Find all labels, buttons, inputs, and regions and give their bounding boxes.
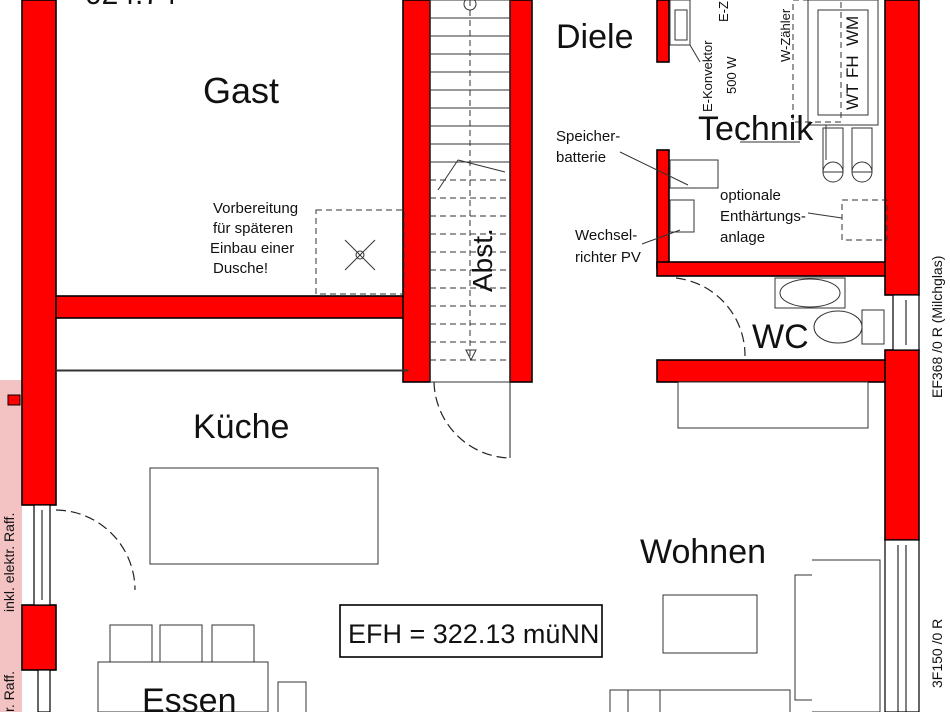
wechselrichter-box bbox=[669, 199, 695, 233]
wall-right-upper bbox=[884, 0, 920, 296]
dining-chair-3 bbox=[211, 624, 255, 662]
wall-right-middle bbox=[884, 349, 920, 541]
door-arc-kueche bbox=[55, 509, 136, 591]
door-arc-wc bbox=[675, 277, 746, 357]
technik-equipment bbox=[669, 0, 888, 241]
note-w-zaehler: W-Zähler bbox=[778, 8, 793, 62]
dining-table bbox=[97, 661, 269, 712]
toilet-bowl bbox=[813, 310, 863, 344]
note-konvektor-line-2: 500 W bbox=[724, 56, 739, 94]
window-left-small-marker bbox=[7, 394, 21, 406]
note-enthaertung-line-3: anlage bbox=[720, 229, 765, 246]
sofa-back bbox=[812, 559, 881, 712]
note-enthaertung-line-2: Enthärtungs- bbox=[720, 208, 806, 225]
note-konvektor-line-1: E-Konvektor bbox=[700, 40, 715, 112]
wall-left-upper bbox=[21, 0, 57, 506]
left-annotation-1: inkl. elektr. Raff. bbox=[1, 513, 17, 612]
note-speicher-line-2: batterie bbox=[556, 149, 606, 166]
note-wechselrichter-line-1: Wechsel- bbox=[575, 227, 637, 244]
wall-left-lower bbox=[21, 604, 57, 671]
leader-lines bbox=[619, 44, 843, 245]
wall-technik-left bbox=[656, 149, 670, 269]
door-arc-stair bbox=[433, 381, 511, 459]
note-dusche-line-4: Dusche! bbox=[213, 260, 268, 277]
dining-chair-2 bbox=[159, 624, 203, 662]
stair-label-abst: Abst. bbox=[467, 228, 498, 292]
wall-technik-stub-upper bbox=[656, 0, 670, 63]
kitchen-counter-line bbox=[55, 369, 409, 372]
note-wechselrichter-line-2: richter PV bbox=[575, 249, 641, 266]
staircase bbox=[429, 0, 511, 383]
windows bbox=[7, 294, 920, 712]
sofa-front bbox=[609, 689, 791, 712]
washing-machine-stack bbox=[792, 0, 842, 123]
wall-stair-left bbox=[402, 0, 431, 383]
efh-label: EFH = 322.13 müNN bbox=[348, 619, 599, 649]
room-label-wohnen: Wohnen bbox=[640, 533, 766, 571]
note-enthaertung-line-1: optionale bbox=[720, 187, 781, 204]
shower-placeholder bbox=[315, 209, 405, 295]
wall-wc-bottom bbox=[656, 359, 888, 383]
window-right-wohnen bbox=[884, 539, 920, 712]
wash-basin-counter bbox=[774, 277, 846, 309]
note-e-z: E-Z bbox=[716, 1, 731, 22]
wm-box bbox=[807, 0, 879, 126]
room-label-gast: Gast bbox=[203, 70, 279, 111]
furniture bbox=[55, 369, 881, 712]
kitchen-island bbox=[149, 467, 379, 565]
e-konvektor bbox=[669, 0, 691, 46]
efh-box bbox=[339, 604, 603, 658]
note-dusche: Vorbereitung für späteren Einbau einer D… bbox=[210, 200, 298, 277]
left-annotation-2: r. Raff. bbox=[1, 671, 17, 712]
note-dusche-line-3: Einbau einer bbox=[210, 240, 294, 257]
window-left-essen bbox=[37, 669, 51, 712]
wash-basin bbox=[779, 278, 841, 308]
note-wt: WT bbox=[843, 84, 862, 110]
room-label-wc: WC bbox=[752, 318, 809, 356]
window-annotation-right-bottom: 3F150 /0 R bbox=[929, 619, 945, 688]
dining-chair-4 bbox=[277, 681, 307, 712]
note-dusche-line-2: für späteren bbox=[213, 220, 293, 237]
note-fh: FH bbox=[843, 55, 862, 78]
toilet-tank bbox=[861, 309, 885, 345]
speicher-batterie-box bbox=[669, 159, 719, 189]
note-dusche-line-1: Vorbereitung bbox=[213, 200, 298, 217]
coffee-table bbox=[662, 594, 758, 654]
window-annotation-right-top: EF368 /0 R (Milchglas) bbox=[929, 256, 945, 398]
room-label-technik: Technik bbox=[698, 110, 814, 148]
dining-chair-1 bbox=[109, 624, 153, 662]
walls bbox=[21, 0, 920, 671]
room-label-kueche: Küche bbox=[193, 408, 289, 446]
room-label-diele: Diele bbox=[556, 18, 633, 56]
wall-stair-right bbox=[509, 0, 533, 383]
wall-technik-bottom bbox=[656, 261, 888, 277]
area-partial-label: 024.74 bbox=[85, 0, 177, 11]
wc-fixtures bbox=[774, 277, 885, 345]
room-label-essen: Essen bbox=[142, 682, 237, 712]
wall-gast-bottom bbox=[55, 295, 407, 319]
note-wm: WM bbox=[843, 16, 862, 46]
enthaertung-box bbox=[841, 199, 888, 241]
left-highlight-strip bbox=[0, 380, 22, 712]
sideboard bbox=[677, 381, 869, 429]
note-speicher-line-1: Speicher- bbox=[556, 128, 620, 145]
